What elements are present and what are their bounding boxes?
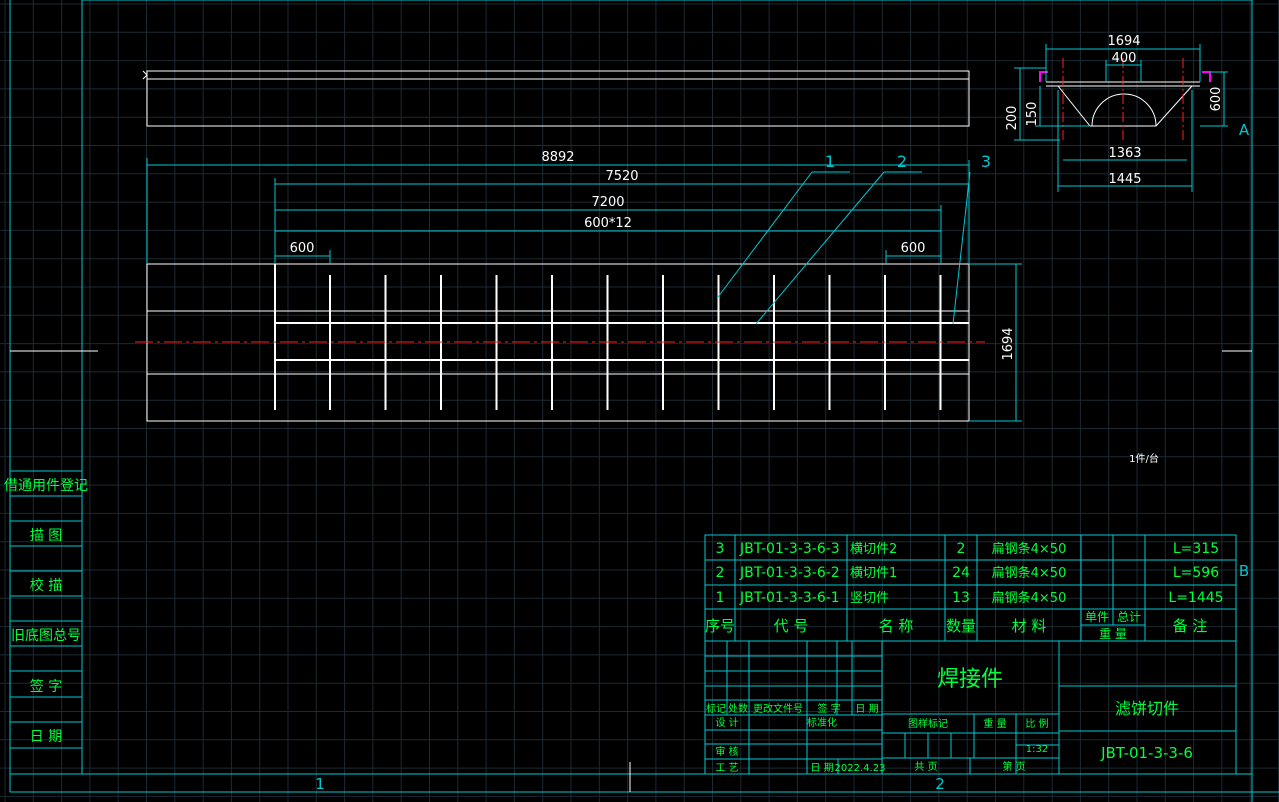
role-standard: 标准化	[807, 716, 837, 729]
bom-header-unit: 单件	[1085, 610, 1109, 624]
section-view	[1014, 44, 1228, 192]
main-dimension-texts: 8892 7520 7200 600*12 600 600 1694	[290, 150, 1016, 361]
side-strip	[9, 470, 83, 775]
main-dimensions	[146, 158, 1022, 422]
unit-note: 1件/台	[1129, 452, 1159, 465]
zone-label-a: A	[1239, 121, 1250, 139]
drawing-frame	[9, 0, 1279, 802]
bom-cell-note: L=1445	[1168, 590, 1223, 606]
bom-cell-note: L=596	[1173, 565, 1219, 581]
zone-label-2: 2	[935, 775, 945, 793]
section-dimension-texts: 1694 400 200 150 600 1363 1445	[1005, 34, 1224, 187]
side-strip-labels: 借通用件登记 描 图 校 描 旧底图总号 签 字 日 期	[4, 478, 88, 745]
bom-header-qty: 数量	[946, 617, 976, 635]
rev-mark-label: 标记	[706, 703, 726, 715]
bom-cell-material: 扁钢条4×50	[992, 565, 1067, 581]
sheet-no-label: 第 页	[1002, 760, 1025, 773]
role-process: 工 艺	[715, 762, 738, 774]
bom-cell-seq: 1	[716, 590, 725, 606]
callout-3: 3	[981, 152, 991, 171]
drawing-number: JBT-01-3-3-6	[1100, 744, 1193, 762]
rev-doc-label: 更改文件号	[753, 702, 803, 715]
side-label-old-number: 旧底图总号	[11, 628, 81, 644]
role-review: 审 核	[715, 745, 738, 758]
bom-header: 序号 代 号 名 称 数量 材 料 单件 总计 重 量 备 注	[705, 610, 1207, 641]
side-label-trace: 描 图	[30, 528, 62, 544]
bom-cell-note: L=315	[1173, 541, 1219, 557]
bom-table	[704, 534, 1237, 642]
bom-cell-name: 竖切件	[850, 591, 889, 606]
top-elevation-view	[142, 70, 970, 127]
role-design: 设 计	[715, 716, 738, 729]
bom-header-weight: 重 量	[1099, 627, 1127, 641]
title-block-labels: 标记 处数 更改文件号 签 字 日 期 设 计 标准化 审 核 工 艺 日 期 …	[706, 702, 1049, 774]
role-date: 日 期	[810, 762, 833, 774]
dim-7200: 7200	[591, 195, 624, 210]
bom-cell-name: 横切件2	[850, 542, 897, 557]
total-sheets-label: 共 页	[914, 761, 937, 773]
callout-numbers: 1 2 3	[825, 152, 991, 171]
part-type: 焊接件	[937, 667, 1003, 692]
bom-cell-qty: 13	[952, 590, 970, 606]
bom-cell-code: JBT-01-3-3-6-3	[739, 541, 840, 557]
side-label-check: 校 描	[30, 577, 62, 594]
sec-dim-150: 150	[1025, 102, 1040, 127]
bom-cell-material: 扁钢条4×50	[992, 541, 1067, 557]
scale-value: 1:32	[1026, 744, 1048, 755]
dim-overall: 8892	[541, 150, 574, 165]
bom-header-note: 备 注	[1173, 617, 1208, 635]
bom-header-material: 材 料	[1012, 617, 1047, 635]
bom-header-code: 代 号	[774, 617, 809, 635]
side-label-date: 日 期	[30, 729, 62, 745]
bom-cell-qty: 24	[952, 565, 970, 581]
rev-count-label: 处数	[728, 702, 748, 715]
bom-cell-code: JBT-01-3-3-6-1	[739, 590, 840, 606]
sec-dim-1445: 1445	[1108, 172, 1141, 187]
sec-dim-1363: 1363	[1108, 146, 1141, 161]
zone-label-1: 1	[315, 775, 325, 793]
drawing-name: 滤饼切件	[1115, 699, 1179, 718]
stage-mark-label: 图样标记	[908, 717, 948, 730]
side-label-register: 借通用件登记	[4, 478, 88, 494]
weight-label: 重 量	[983, 717, 1006, 730]
bom-cell-material: 扁钢条4×50	[992, 590, 1067, 606]
dim-7520: 7520	[605, 169, 638, 184]
callout-2: 2	[897, 152, 907, 171]
rev-sign-label: 签 字	[817, 702, 840, 715]
callout-1: 1	[825, 152, 835, 171]
rev-date-label: 日 期	[855, 703, 878, 715]
scale-label: 比 例	[1025, 717, 1048, 730]
bom-header-seq: 序号	[705, 617, 735, 635]
date-value: 2022.4.23	[835, 763, 886, 774]
bom-cell-seq: 3	[716, 541, 725, 557]
bom-header-total: 总计	[1117, 610, 1141, 624]
sec-dim-200: 200	[1005, 106, 1020, 131]
dim-left-600: 600	[290, 241, 315, 256]
bom-header-name: 名 称	[879, 617, 914, 635]
side-label-sign: 签 字	[30, 678, 62, 695]
sec-dim-1694: 1694	[1107, 34, 1140, 49]
bom-cell-code: JBT-01-3-3-6-2	[739, 565, 840, 581]
bom-cell-seq: 2	[716, 565, 725, 581]
title-block	[704, 640, 1237, 775]
bom-cell-name: 横切件1	[850, 566, 897, 581]
dim-height-1694: 1694	[1001, 327, 1016, 360]
bom-cell-qty: 2	[957, 541, 966, 557]
dim-pitch: 600*12	[584, 216, 632, 231]
zone-label-b: B	[1239, 562, 1249, 580]
sec-dim-400: 400	[1112, 51, 1137, 66]
sec-dim-600: 600	[1209, 87, 1224, 112]
dim-right-600: 600	[901, 241, 926, 256]
